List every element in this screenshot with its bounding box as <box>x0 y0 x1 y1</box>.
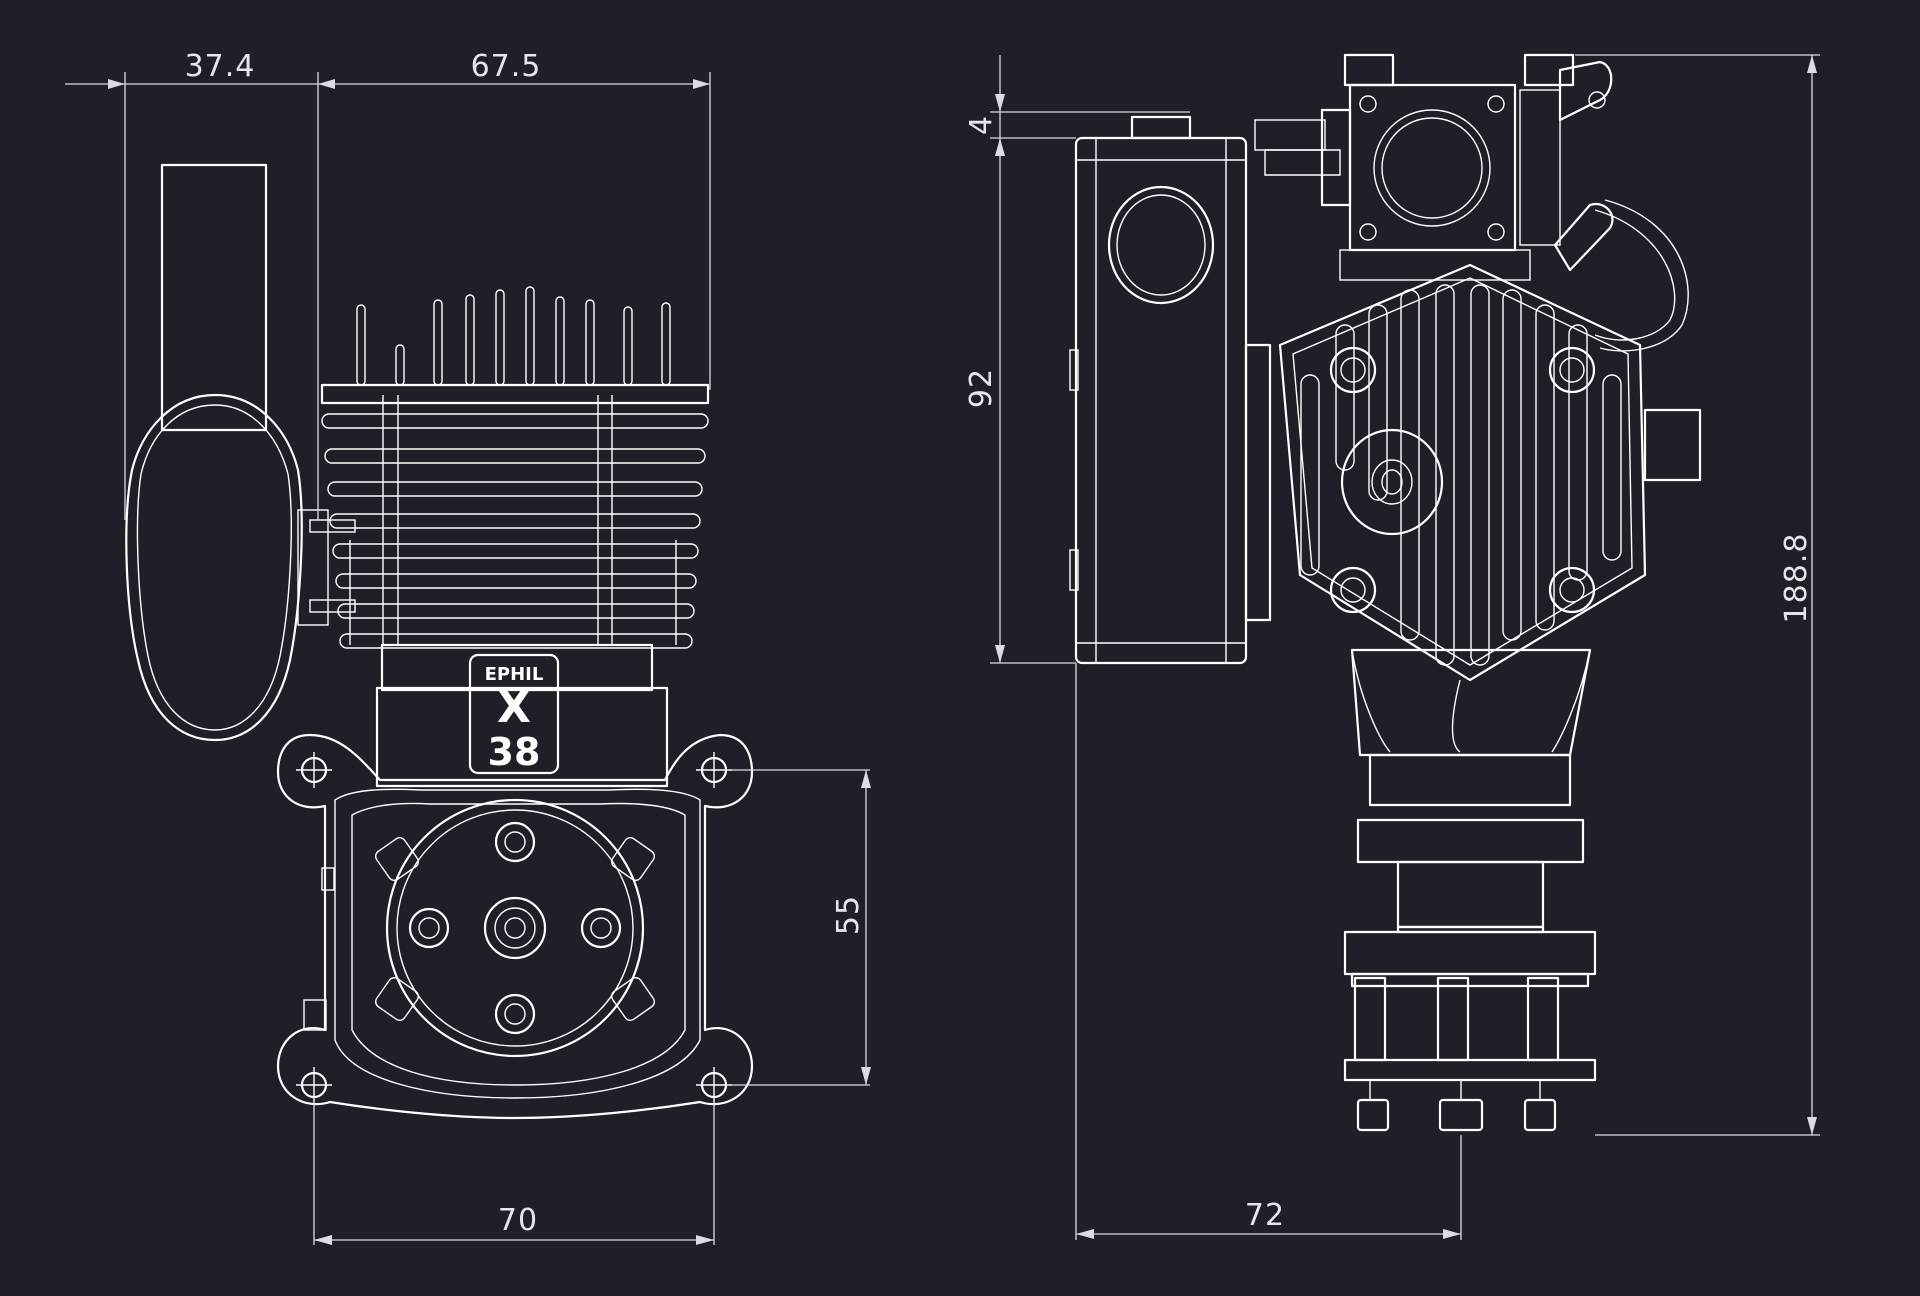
dim-70: 70 <box>498 1203 538 1238</box>
head-pin <box>356 304 366 386</box>
dim-92: 92 <box>964 368 999 408</box>
dim-37-4: 37.4 <box>185 49 256 84</box>
dim-4: 4 <box>964 115 999 135</box>
logo-number: 38 <box>488 730 541 774</box>
head-fin <box>1568 324 1588 581</box>
cylinder-fin <box>335 573 697 589</box>
cylinder-fins <box>321 413 709 649</box>
cylinder-fin <box>324 448 706 464</box>
head-pin <box>465 294 475 386</box>
dim-67-5: 67.5 <box>471 49 542 84</box>
cylinder-fin <box>332 543 699 559</box>
cylinder-body <box>320 383 710 692</box>
dim-72: 72 <box>1245 1198 1285 1233</box>
head-fin <box>1400 289 1420 641</box>
cylinder-fin <box>327 481 703 497</box>
drive-assembly <box>1343 648 1597 1132</box>
engine-logo: EPHIL X 38 <box>468 653 560 775</box>
carburetor <box>1254 53 1689 352</box>
cylinder-fin <box>339 633 693 649</box>
head-pin <box>395 344 405 386</box>
head-pin <box>525 286 535 386</box>
muffler <box>125 163 356 742</box>
cylinder-fin <box>329 513 701 529</box>
head-pin <box>661 302 671 386</box>
logo-brand: EPHIL <box>485 664 544 685</box>
dim-55: 55 <box>831 895 866 935</box>
head-fin <box>1470 284 1490 666</box>
crankcase <box>276 686 754 1120</box>
muffler-side <box>1069 115 1272 665</box>
head-pin <box>623 306 633 386</box>
head-pin <box>555 296 565 386</box>
side-view <box>1069 53 1702 1132</box>
cylinder-head <box>1278 263 1702 682</box>
head-pins <box>356 286 671 386</box>
cylinder-fin <box>321 413 709 429</box>
logo-letter: X <box>497 682 531 733</box>
head-pin <box>585 299 595 386</box>
head-fin <box>1502 289 1522 641</box>
dimension-labels: 37.4 67.5 55 70 4 92 188.8 72 <box>185 49 1814 1238</box>
head-fins <box>1300 284 1622 666</box>
head-fin <box>1435 284 1455 666</box>
head-pin <box>495 289 505 386</box>
cylinder-fin <box>337 603 695 619</box>
head-fin <box>1300 374 1320 576</box>
head-fin <box>1602 374 1622 561</box>
dimension-lines <box>65 54 1820 1245</box>
dim-188-8: 188.8 <box>1779 533 1814 624</box>
head-fin <box>1335 324 1355 471</box>
front-view: EPHIL X 38 <box>125 163 754 1120</box>
head-pin <box>433 299 443 386</box>
head-fin <box>1535 304 1555 631</box>
head-fin <box>1368 304 1388 501</box>
